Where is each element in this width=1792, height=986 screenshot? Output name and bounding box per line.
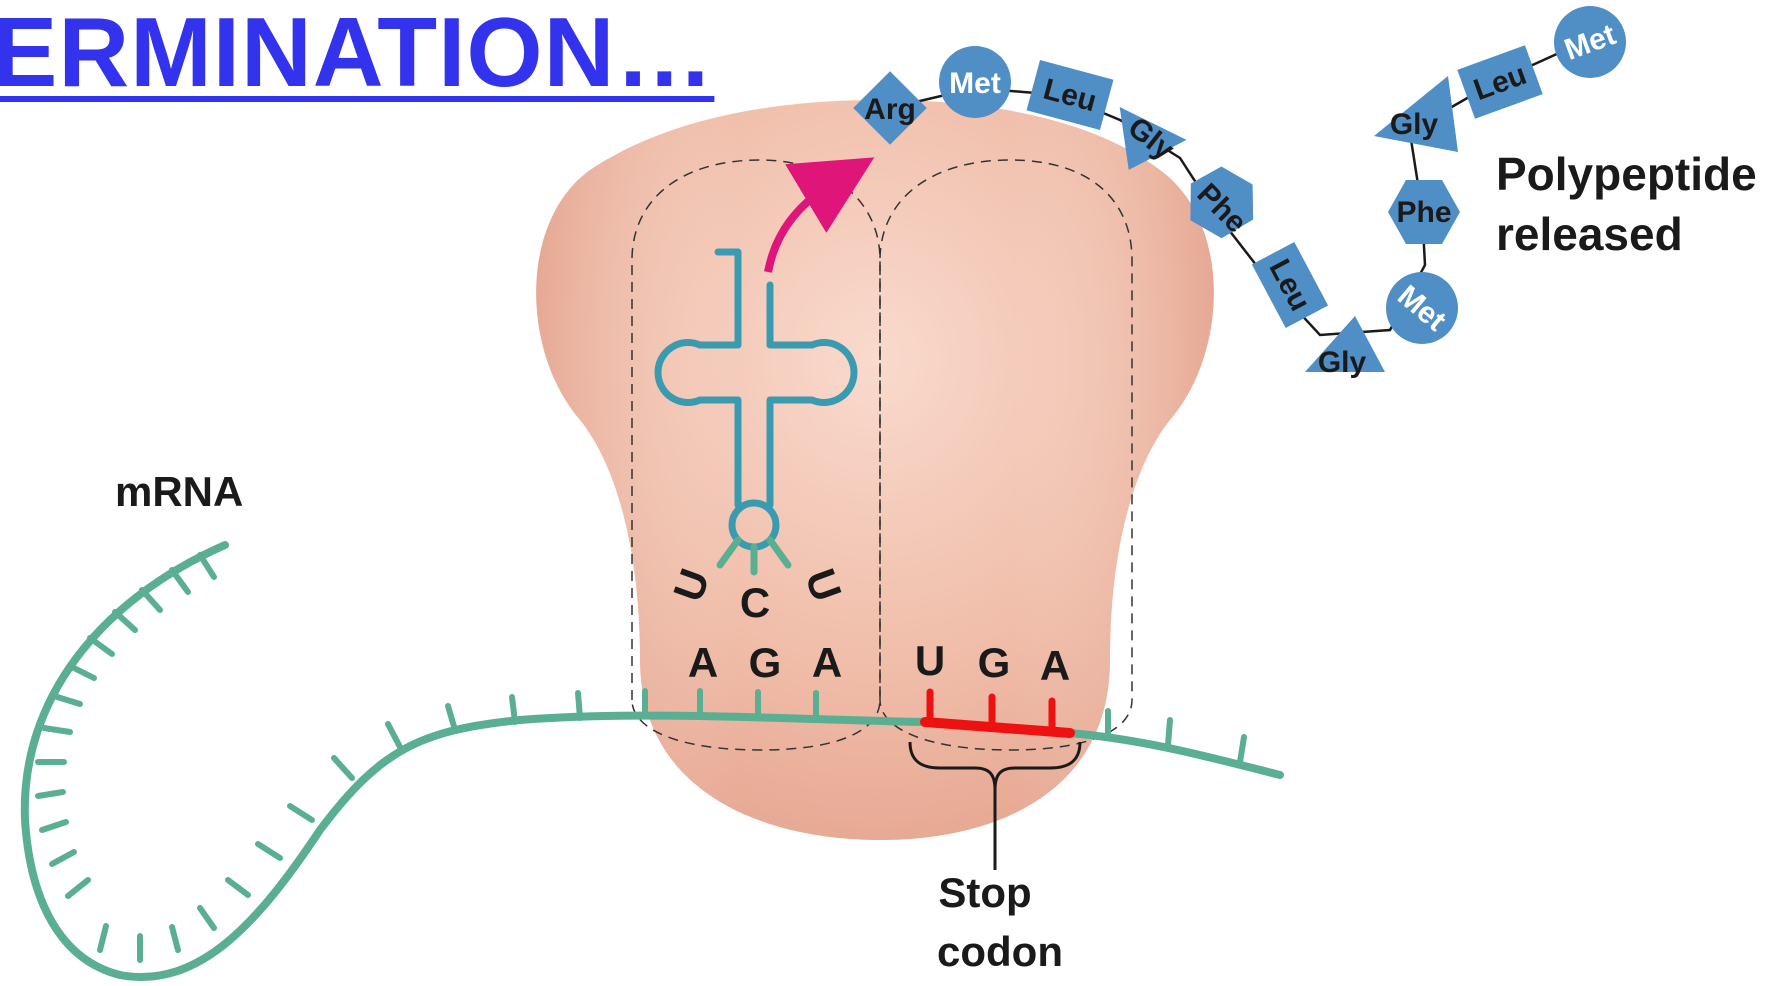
amino-acid-met: Met <box>1554 6 1626 78</box>
amino-acid-met: Met <box>939 46 1011 118</box>
codon-letter: A <box>1040 642 1070 689</box>
polypeptide-label-1: Polypeptide <box>1496 148 1757 200</box>
amino-acid-leu: Leu <box>1457 45 1542 118</box>
codon-letter: A <box>812 639 842 686</box>
svg-text:Gly: Gly <box>1390 108 1439 141</box>
codon-letter: U <box>915 637 945 684</box>
svg-text:Met: Met <box>949 67 1001 100</box>
amino-acid-gly: Gly <box>1305 316 1385 379</box>
codon-letter: G <box>978 639 1011 686</box>
stop-codon-label-2: codon <box>937 928 1063 975</box>
amino-acid-phe: Phe <box>1388 180 1460 244</box>
svg-text:Arg: Arg <box>864 93 916 126</box>
codon-letter: G <box>749 639 782 686</box>
stop-codon-letters: U G A <box>915 637 1070 689</box>
anticodon-letter: C <box>740 579 770 626</box>
codon-letter: A <box>688 639 718 686</box>
amino-acid-leu: Leu <box>1252 242 1328 328</box>
mrna-label: mRNA <box>115 468 243 515</box>
ribosome <box>536 100 1214 840</box>
p-site-codon: A G A <box>688 639 842 686</box>
stop-codon-label-1: Stop <box>938 869 1031 916</box>
amino-acid-met: Met <box>1386 272 1458 344</box>
polypeptide-label-2: released <box>1496 208 1683 260</box>
amino-acid-gly: Gly <box>1374 76 1458 152</box>
svg-text:Gly: Gly <box>1318 346 1367 379</box>
svg-text:Phe: Phe <box>1396 196 1451 229</box>
